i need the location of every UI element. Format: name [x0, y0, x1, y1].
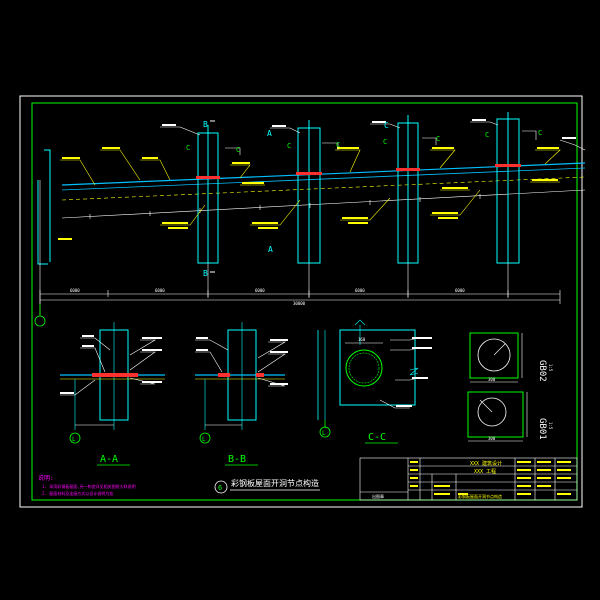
gb01-scale: 1:5 [548, 422, 553, 430]
view-label-cc: C-C [368, 432, 386, 443]
detail-number-bubble [214, 480, 228, 494]
svg-text:C: C [538, 129, 542, 137]
svg-text:C: C [436, 135, 440, 143]
svg-text:C: C [186, 144, 190, 152]
overall-dim: 30000 [293, 301, 306, 306]
dim-4: 6000 [355, 288, 365, 293]
main-elevation: C C C C C C C C [37, 112, 586, 315]
left-wall [37, 180, 48, 265]
purlin-line [61, 176, 586, 201]
title-block [359, 457, 578, 501]
title-stamp: 出图章 [372, 493, 384, 499]
section-a-top: A [267, 129, 272, 138]
gb02-dim: 300 [488, 377, 496, 382]
title-project: XXX 工程 [474, 468, 496, 475]
svg-text:C: C [485, 131, 489, 139]
outer-frame [19, 95, 583, 508]
dim-slope-line [61, 189, 586, 219]
section-c-marker: C [384, 121, 389, 130]
detail-aa: L A-A [60, 322, 165, 466]
dim-2: 6000 [155, 288, 165, 293]
dimension-chain [39, 290, 561, 304]
dim-3: 6000 [255, 288, 265, 293]
title-drawing-name: 彩钢板屋面开洞节点构造 [458, 493, 502, 499]
section-b-bottom: B [203, 269, 208, 278]
pipe-outer-circle [345, 349, 383, 387]
detail-gb01: 300 GB01 1:5 [467, 391, 553, 442]
dim-5: 6000 [455, 288, 465, 293]
svg-text:C: C [236, 146, 240, 154]
view-label-bb: B-B [228, 454, 246, 465]
section-b-top: B [203, 120, 208, 129]
axis-mark-bb: L [202, 436, 206, 443]
notes-line-2: 2. 屋面材料及连接方式以设计说明为准 [42, 490, 113, 496]
detail-cc: 160 L C-C [317, 319, 432, 444]
section-a-bottom: A [268, 245, 273, 254]
axis-mark-cc: L [322, 430, 326, 437]
notes-line-1: 1. 采用彩钢板屋面,另一构造详见相关图纸大样说明 [42, 483, 136, 489]
svg-text:C: C [336, 141, 340, 149]
detail-number: 6 [218, 484, 222, 492]
gb01-label: GB01 [537, 418, 547, 440]
roof-sheet-line [61, 167, 586, 191]
gb01-dim: 300 [488, 436, 496, 441]
gb02-scale: 1:5 [548, 364, 553, 372]
notes-heading: 说明: [38, 474, 54, 482]
svg-text:C: C [383, 138, 387, 146]
cc-dim: 160 [358, 337, 366, 342]
view-label-aa: A-A [100, 454, 118, 465]
detail-gb02: 300 GB02 1:5 [469, 332, 553, 383]
dim-1: 6000 [70, 288, 80, 293]
title-company: XXX 建筑设计 [470, 460, 502, 467]
svg-text:C: C [287, 142, 291, 150]
detail-title: 彩钢板屋面开洞节点构造 [231, 478, 319, 488]
inner-frame [31, 102, 578, 501]
axis-bubble-main [34, 315, 46, 327]
gb02-label: GB02 [537, 360, 547, 382]
left-wall-inner [44, 149, 51, 262]
detail-bb: L B-B [195, 322, 288, 466]
axis-mark-aa: L [72, 436, 76, 443]
